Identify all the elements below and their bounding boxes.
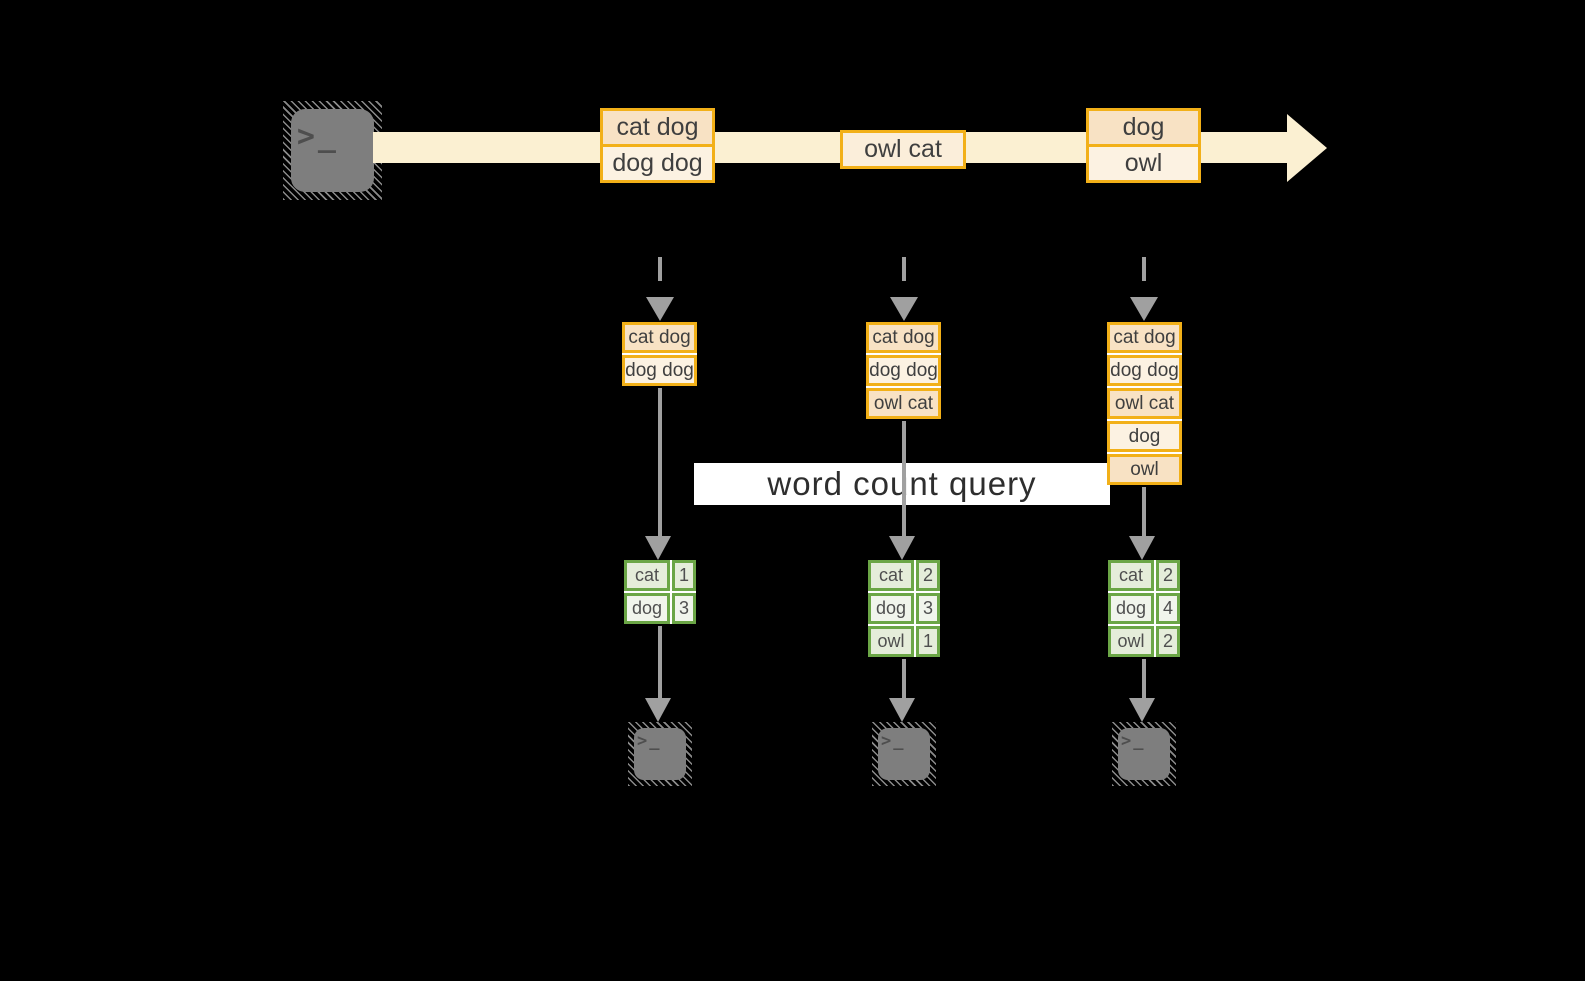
count-table-2: cat 2 dog 3 owl 1 xyxy=(868,560,940,657)
source-terminal-icon: >_ xyxy=(283,101,382,200)
word-cell: owl xyxy=(868,626,914,657)
terminal-prompt-icon: >_ xyxy=(1120,730,1146,751)
word-cell: cat xyxy=(1108,560,1154,591)
table-row: cat 2 xyxy=(868,560,940,591)
terminal-prompt-icon: >_ xyxy=(296,118,339,154)
sink-terminal-icon: >_ xyxy=(628,722,692,786)
count-table-1: cat 1 dog 3 xyxy=(624,560,696,624)
count-cell: 3 xyxy=(916,593,940,624)
count-cell: 3 xyxy=(672,593,696,624)
batch-record: dog xyxy=(1107,421,1182,452)
arrowhead-icon xyxy=(645,698,671,722)
arrow-line xyxy=(1142,487,1146,536)
arrowhead-icon xyxy=(1129,536,1155,560)
stream-record-group-1: cat dog dog dog xyxy=(600,108,715,183)
stream-record-group-2: owl cat xyxy=(840,130,966,169)
table-row: owl 2 xyxy=(1108,626,1180,657)
arrow-line xyxy=(902,421,906,536)
table-row: cat 2 xyxy=(1108,560,1180,591)
dashed-arrow xyxy=(1142,257,1146,297)
table-row: cat 1 xyxy=(624,560,696,591)
table-row: dog 3 xyxy=(624,593,696,624)
dashed-arrow xyxy=(658,257,662,297)
stream-record: owl xyxy=(1086,144,1201,183)
batch-stack-2: cat dog dog dog owl cat xyxy=(866,322,941,419)
query-label: word count query xyxy=(767,465,1037,502)
word-cell: dog xyxy=(1108,593,1154,624)
dashed-arrowhead-icon xyxy=(890,297,918,321)
arrow-line xyxy=(658,388,662,536)
dashed-arrowhead-icon xyxy=(1130,297,1158,321)
batch-record: cat dog xyxy=(1107,322,1182,353)
word-cell: dog xyxy=(868,593,914,624)
batch-record: owl xyxy=(1107,454,1182,485)
batch-stack-3: cat dog dog dog owl cat dog owl xyxy=(1107,322,1182,485)
sink-terminal-icon: >_ xyxy=(872,722,936,786)
count-cell: 1 xyxy=(916,626,940,657)
word-cell: owl xyxy=(1108,626,1154,657)
arrow-line xyxy=(1142,659,1146,700)
count-cell: 2 xyxy=(1156,626,1180,657)
stream-record: dog xyxy=(1086,108,1201,147)
terminal-body xyxy=(878,728,930,780)
terminal-body xyxy=(634,728,686,780)
table-row: dog 3 xyxy=(868,593,940,624)
word-cell: dog xyxy=(624,593,670,624)
count-cell: 1 xyxy=(672,560,696,591)
terminal-prompt-icon: >_ xyxy=(636,730,662,751)
stream-record: cat dog xyxy=(600,108,715,147)
stream-arrowhead-icon xyxy=(1287,114,1327,182)
sink-terminal-icon: >_ xyxy=(1112,722,1176,786)
count-cell: 2 xyxy=(1156,560,1180,591)
word-cell: cat xyxy=(868,560,914,591)
arrowhead-icon xyxy=(889,536,915,560)
batch-record: dog dog xyxy=(622,355,697,386)
batch-record: dog dog xyxy=(1107,355,1182,386)
batch-record: owl cat xyxy=(866,388,941,419)
count-cell: 2 xyxy=(916,560,940,591)
batch-record: cat dog xyxy=(622,322,697,353)
table-row: owl 1 xyxy=(868,626,940,657)
dashed-arrow xyxy=(902,257,906,297)
batch-record: owl cat xyxy=(1107,388,1182,419)
terminal-body xyxy=(291,109,374,192)
batch-stack-1: cat dog dog dog xyxy=(622,322,697,386)
word-cell: cat xyxy=(624,560,670,591)
terminal-body xyxy=(1118,728,1170,780)
arrow-line xyxy=(658,626,662,700)
arrowhead-icon xyxy=(1129,698,1155,722)
arrowhead-icon xyxy=(889,698,915,722)
terminal-prompt-icon: >_ xyxy=(880,730,906,751)
dashed-arrowhead-icon xyxy=(646,297,674,321)
arrow-line xyxy=(902,659,906,700)
stream-record: dog dog xyxy=(600,144,715,183)
stream-record: owl cat xyxy=(840,130,966,169)
table-row: dog 4 xyxy=(1108,593,1180,624)
count-table-3: cat 2 dog 4 owl 2 xyxy=(1108,560,1180,657)
batch-record: dog dog xyxy=(866,355,941,386)
batch-record: cat dog xyxy=(866,322,941,353)
stream-record-group-3: dog owl xyxy=(1086,108,1201,183)
count-cell: 4 xyxy=(1156,593,1180,624)
arrowhead-icon xyxy=(645,536,671,560)
